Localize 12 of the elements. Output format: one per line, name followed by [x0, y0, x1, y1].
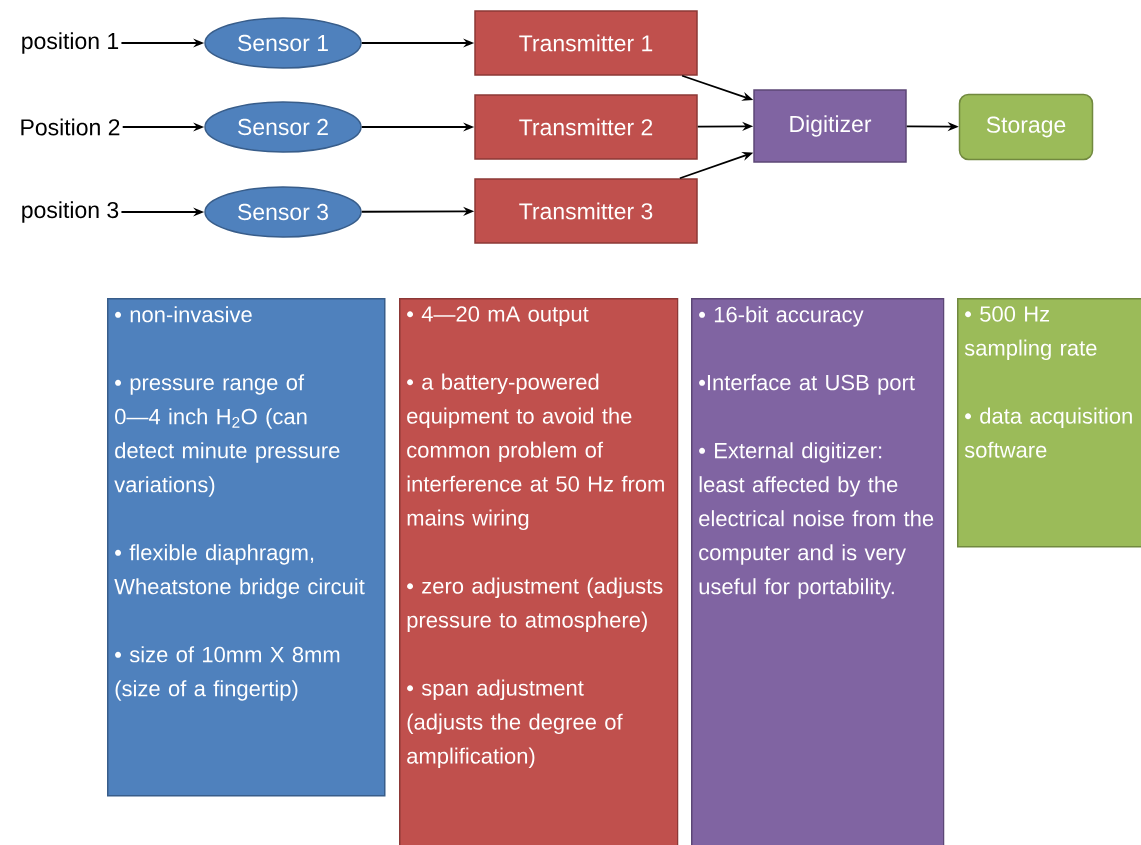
transmitter-box: Transmitter 1 [474, 10, 698, 76]
description-box: • 16-bit accuracy •Interface at USB port • External digitizer: least affected by the electrical noise from the computer and is very useful for portability. [691, 298, 945, 845]
position-label: Position 2 [21, 118, 120, 136]
description-box: • non-invasive • pressure range of 0—4 inch H$_{2}$O (can detect minute pressure variations) • flexible diaphragm, Wheatstone bridge circuit • size of 10mm X 8mm (size of a fingertip) [107, 298, 386, 797]
transmitter-box: Transmitter 3 [474, 178, 698, 244]
description-box: • 4—20 mA output • a battery-powered equipment to avoid the common problem of interference at 50 Hz from mains wiring • zero adjustment (adjusts pressure to atmosphere) • span adjustment (adjusts the degree of amplification) [399, 298, 679, 845]
transmitter-box: Transmitter 2 [474, 94, 698, 160]
digitizer-box: Digitizer [753, 89, 907, 163]
storage-box: Storage [958, 93, 1094, 161]
description-box: • 500 Hz sampling rate • data acquisition software [957, 298, 1141, 548]
position-label: position 3 [22, 201, 119, 223]
position-label: position 1 [22, 32, 119, 54]
